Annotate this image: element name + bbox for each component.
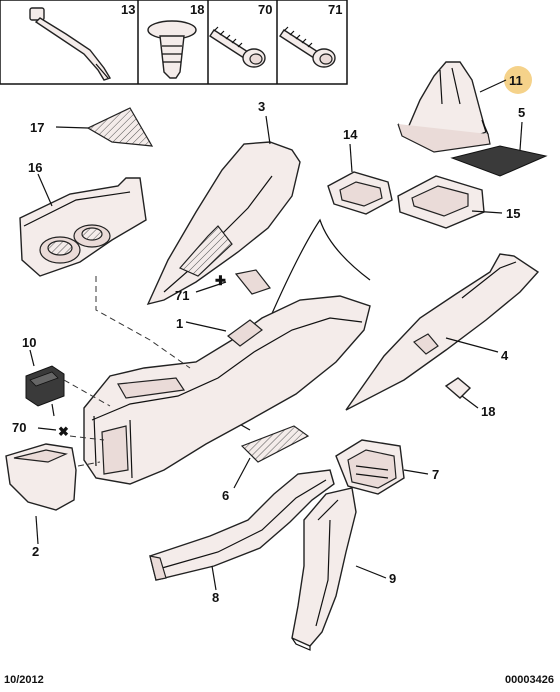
part-6-filter: 6 (222, 425, 310, 503)
label-17: 17 (30, 120, 44, 135)
cross-marker: ✖ (58, 424, 69, 439)
label-15: 15 (506, 206, 520, 221)
part-5-pad: 5 (450, 105, 548, 177)
label-5: 5 (518, 105, 525, 120)
separator-curve (269, 218, 371, 319)
part-3-side-trim: 3 (146, 99, 301, 306)
label-10: 10 (22, 335, 36, 350)
assembly-line (95, 276, 191, 369)
label-2: 2 (32, 544, 39, 559)
header-number-18: 18 (190, 2, 204, 17)
label-71: 71 (175, 288, 189, 303)
part-8-duct: 8 (149, 469, 335, 605)
part-4-side-trim: 4 (345, 253, 540, 411)
part-2-bin: 2 (5, 443, 77, 559)
part-17-cover: 17 (30, 107, 154, 147)
part-16-cup-holder: 16 (19, 160, 147, 277)
label-6: 6 (222, 488, 229, 503)
screw-icon (209, 26, 266, 68)
part-10-switch: 10 (22, 335, 65, 417)
label-11: 11 (509, 73, 523, 88)
part-70-marker: 70 ✖ (12, 420, 69, 439)
hardware-table: 13 18 70 71 (0, 0, 348, 85)
label-7: 7 (432, 467, 439, 482)
part-71-marker: ✚ 71 (175, 269, 271, 303)
clip-icon (147, 20, 197, 79)
part-18-clip: 18 (444, 377, 495, 419)
part-9-duct: 9 (291, 487, 396, 651)
label-14: 14 (343, 127, 358, 142)
header-number-70: 70 (258, 2, 272, 17)
label-1: 1 (176, 316, 183, 331)
assembly-line (69, 435, 105, 441)
screw-icon (279, 26, 336, 68)
label-8: 8 (212, 590, 219, 605)
strap-icon (29, 7, 112, 81)
label-4: 4 (501, 348, 509, 363)
highlight-circle (504, 66, 532, 94)
label-3: 3 (258, 99, 265, 114)
header-number-71: 71 (328, 2, 342, 17)
cross-marker: ✚ (215, 273, 226, 288)
label-70: 70 (12, 420, 26, 435)
label-16: 16 (28, 160, 42, 175)
footer-date: 10/2012 (4, 674, 44, 686)
assembly-line (77, 461, 101, 467)
label-9: 9 (389, 571, 396, 586)
footer-reference: 00003426 (505, 674, 554, 686)
part-14-bezel: 14 (327, 127, 393, 215)
assembly-line (63, 379, 111, 407)
header-number-13: 13 (121, 2, 135, 17)
part-7-vent: 7 (335, 439, 439, 495)
part-11-gear-boot: 11 (397, 61, 532, 153)
label-18: 18 (481, 404, 495, 419)
part-15-frame: 15 (397, 175, 520, 229)
part-1-console: 1 (83, 295, 371, 485)
